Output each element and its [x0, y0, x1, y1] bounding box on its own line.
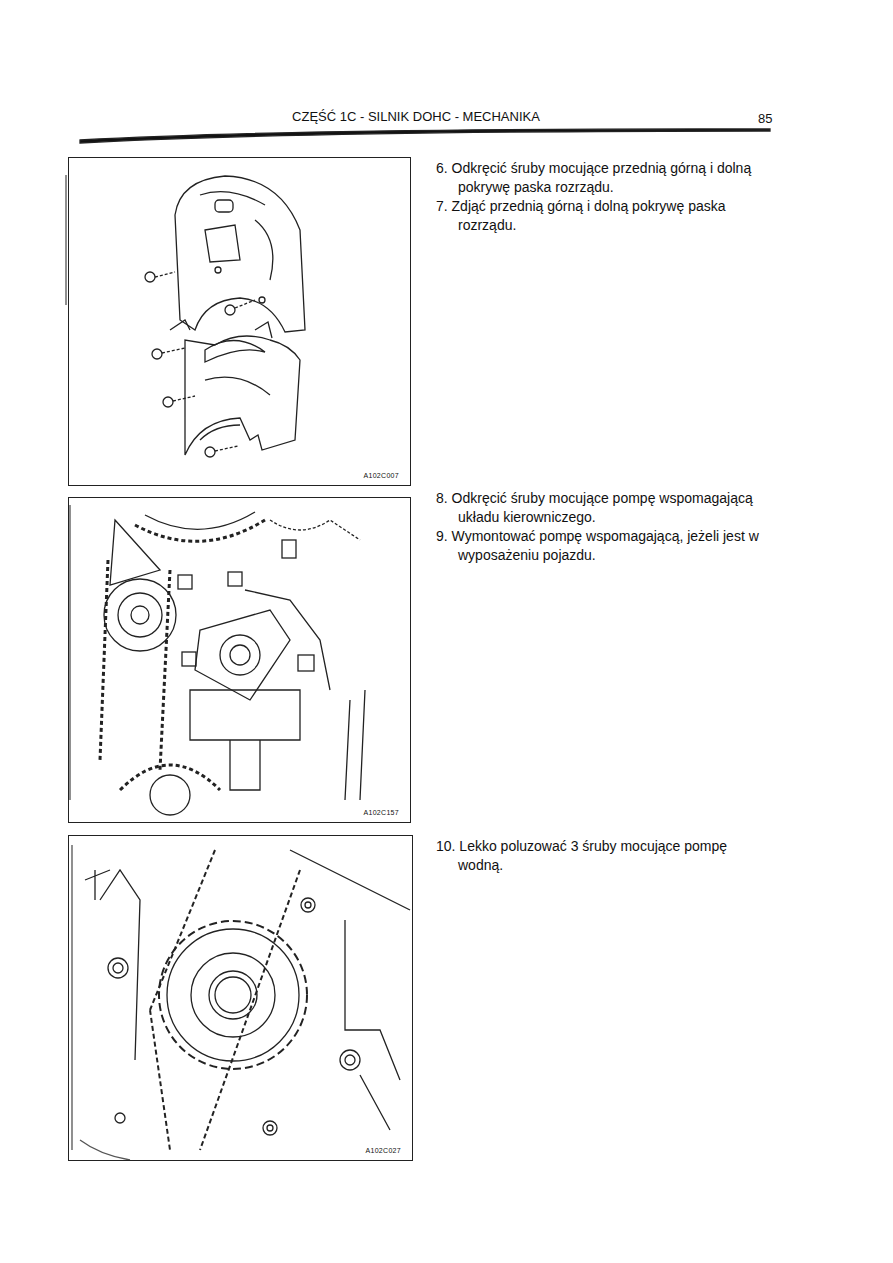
figure-frame: A102C007 — [68, 157, 411, 486]
figure-frame: A102C157 — [68, 497, 411, 823]
pump-drawing — [100, 512, 365, 815]
scan-edge — [80, 1140, 130, 1160]
instruction-step: 7. Zdjąć przednią górną i dolną pokrywę … — [436, 197, 776, 235]
page-heading: CZĘŚĆ 1C - SILNIK DOHC - MECHANIKA — [216, 109, 616, 124]
figure-code: A102C027 — [365, 1147, 402, 1154]
instruction-step: 6. Odkręcić śruby mocujące przednią górn… — [436, 159, 776, 197]
cover-drawing — [145, 176, 305, 457]
instruction-step: 10. Lekko poluzować 3 śruby mocujące pom… — [436, 837, 776, 875]
sprocket-drawing — [85, 850, 410, 1150]
instruction-step: 8. Odkręcić śruby mocujące pompę wspomag… — [436, 489, 776, 527]
page-number: 85 — [758, 111, 772, 126]
instruction-step: 9. Wymontować pompę wspomagającą, jeżeli… — [436, 527, 776, 565]
scan-edge — [66, 175, 72, 1150]
figure-frame: A102C027 — [68, 835, 413, 1161]
figure-code: A102C007 — [363, 472, 400, 479]
bolt — [145, 272, 255, 457]
header-rule — [80, 129, 770, 143]
figure-code: A102C157 — [363, 809, 400, 816]
